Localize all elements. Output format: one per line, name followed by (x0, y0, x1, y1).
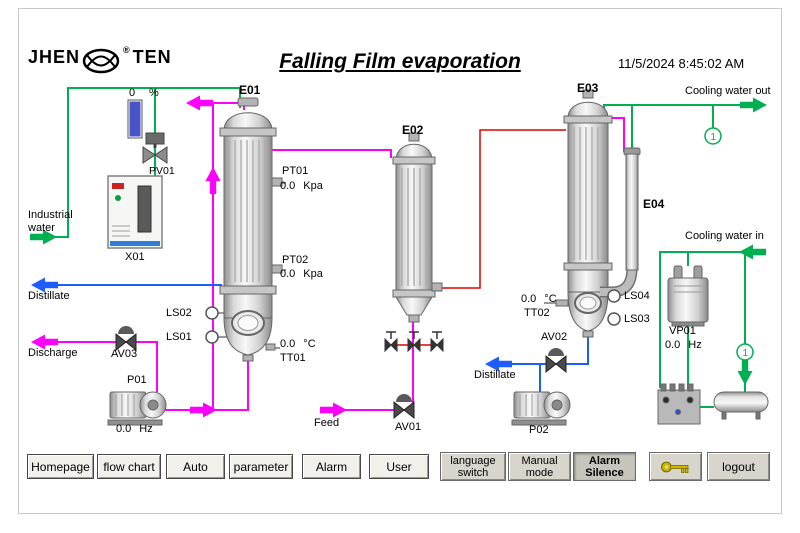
pv01-tag: PV01 (149, 165, 175, 177)
p01-tag: P01 (127, 374, 147, 386)
tt01-readout: 0.0°C (280, 338, 316, 350)
e02-tag: E02 (402, 123, 424, 137)
distillate-left-label: Distillate (28, 290, 70, 302)
av02-tag: AV02 (541, 331, 568, 343)
key-button[interactable] (649, 452, 702, 481)
cooling-water-out-label: Cooling water out (685, 85, 771, 97)
pt02-tag: PT02 (282, 254, 309, 266)
e01-tag: E01 (239, 83, 261, 97)
av03-tag: AV03 (111, 348, 138, 360)
homepage-button[interactable]: Homepage (27, 454, 94, 479)
industrial-water-label-1: Industrial (28, 209, 73, 221)
ls02-tag: LS02 (166, 307, 192, 319)
user-button[interactable]: User (369, 454, 429, 479)
ls03-tag: LS03 (624, 313, 650, 325)
x01-tag: X01 (125, 251, 145, 263)
parameter-button[interactable]: parameter (229, 454, 293, 479)
pv01-gauge-unit: % (149, 87, 159, 99)
av01-tag: AV01 (395, 421, 422, 433)
flow-chart-button[interactable]: flow chart (97, 454, 161, 479)
alarm-button[interactable]: Alarm (302, 454, 361, 479)
ls04-tag: LS04 (624, 290, 650, 302)
logout-button[interactable]: logout (707, 452, 770, 481)
company-logo: JHEN ® TEN (28, 45, 172, 75)
discharge-label: Discharge (28, 347, 78, 359)
language-switch-button[interactable]: language switch (440, 452, 506, 481)
vp01-tag: VP01 (669, 325, 696, 337)
key-icon (660, 461, 688, 473)
logo-text-right: TEN (132, 47, 172, 67)
industrial-water-label-2: water (28, 222, 55, 234)
logo-icon (82, 48, 120, 74)
p02-tag: P02 (529, 424, 549, 436)
e04-tag: E04 (643, 197, 665, 211)
screen-frame (18, 8, 782, 514)
datetime-display: 11/5/2024 8:45:02 AM (618, 56, 745, 71)
tt02-tag: TT02 (524, 307, 550, 319)
ls01-tag: LS01 (166, 331, 192, 343)
page-title: Falling Film evaporation (279, 50, 521, 73)
alarm-silence-button[interactable]: Alarm Silence (573, 452, 636, 481)
logo-text-left: JHEN (28, 47, 81, 67)
pv01-gauge-value: 0 (129, 87, 136, 99)
logo-registered-mark: ® (123, 45, 131, 55)
feed-label: Feed (314, 417, 340, 429)
tt02-readout: 0.0°C (521, 293, 557, 305)
e03-tag: E03 (577, 81, 599, 95)
cooling-water-in-label: Cooling water in (685, 230, 764, 242)
pt01-tag: PT01 (282, 165, 309, 177)
manual-mode-button[interactable]: Manual mode (508, 452, 571, 481)
tt01-tag: TT01 (280, 352, 306, 364)
distillate-right-label: Distillate (474, 369, 516, 381)
auto-button[interactable]: Auto (166, 454, 225, 479)
